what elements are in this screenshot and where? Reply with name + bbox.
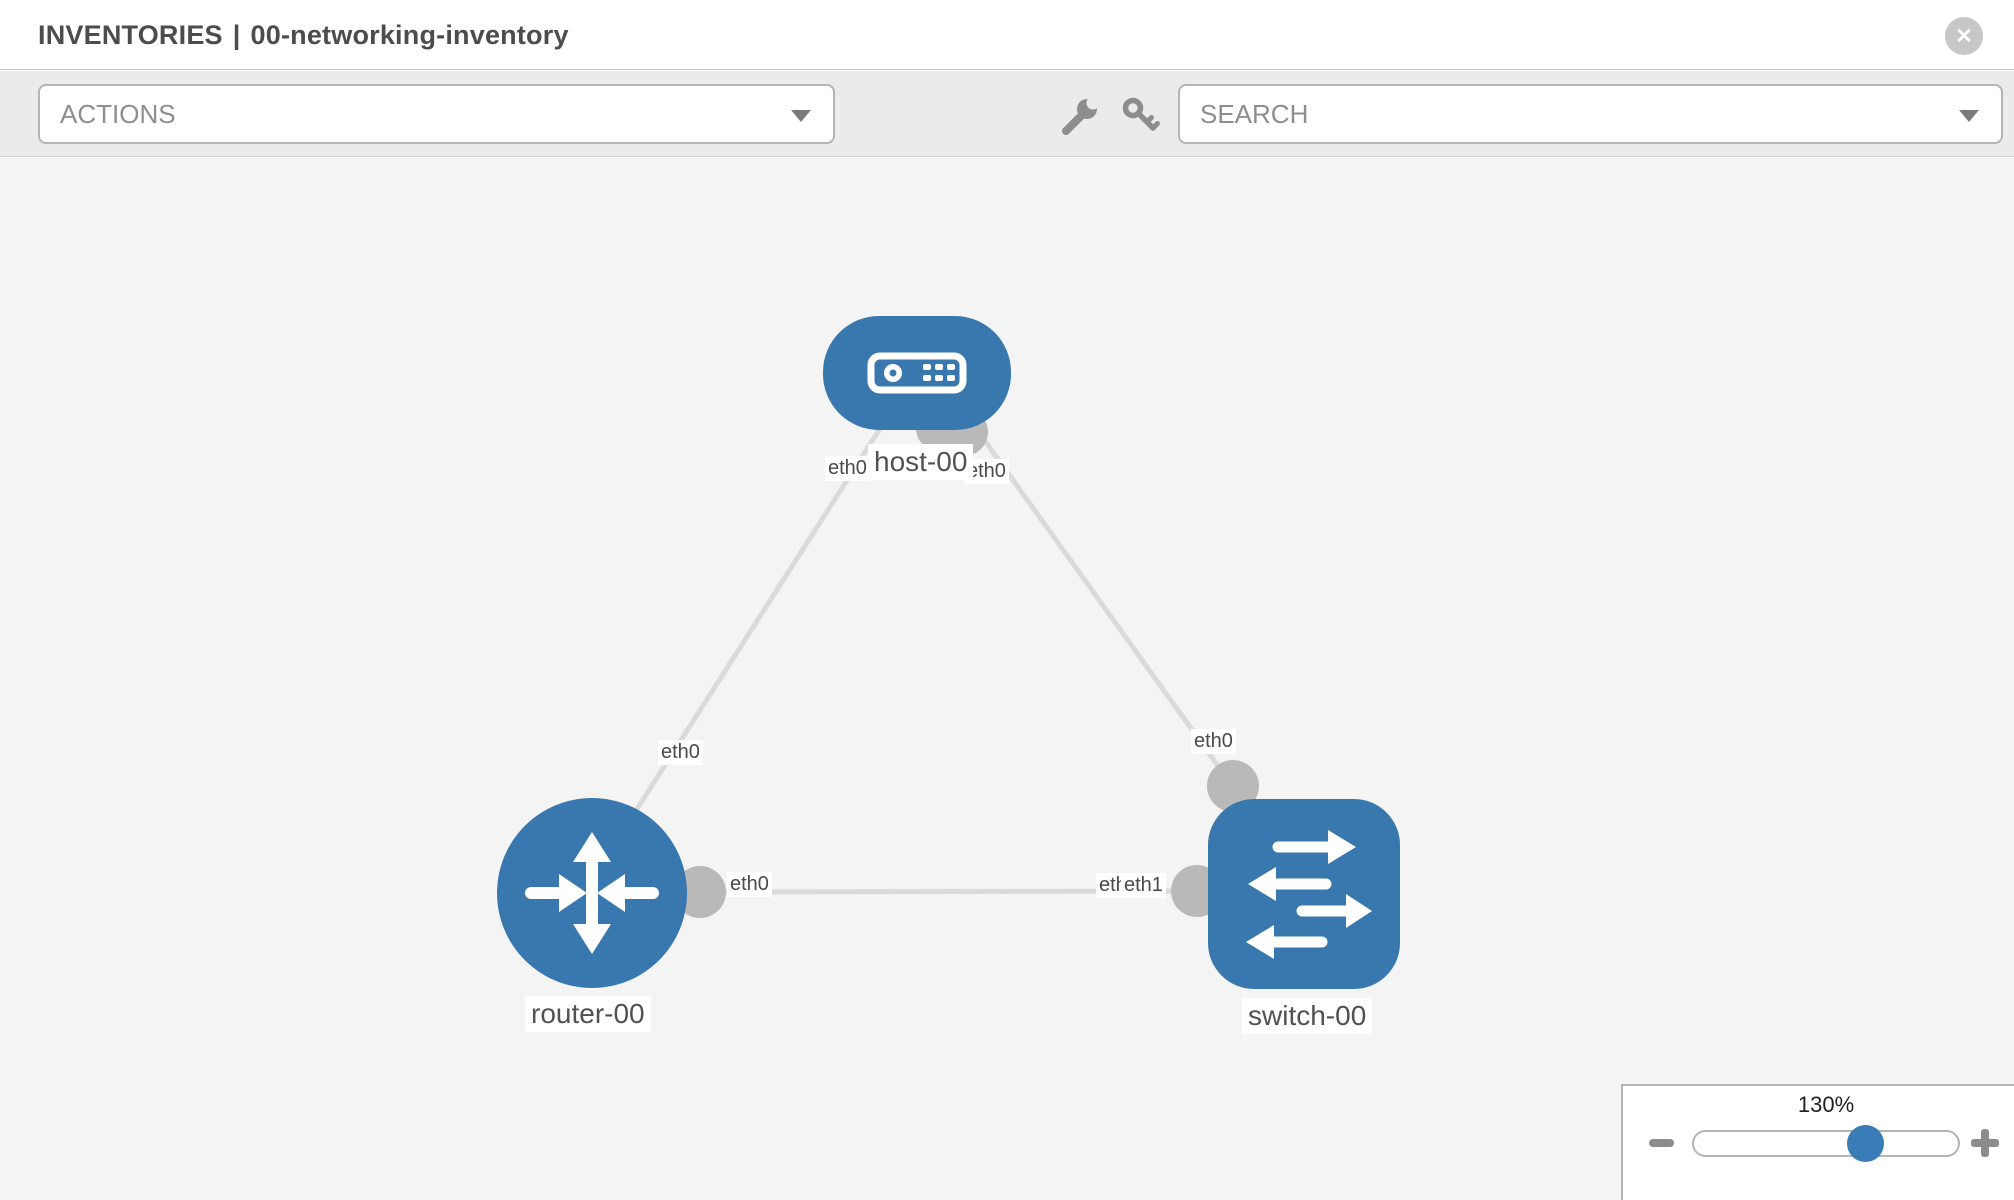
- node-label-router: router-00: [525, 996, 651, 1032]
- breadcrumb-section: INVENTORIES: [38, 19, 223, 50]
- node-switch-00[interactable]: [1208, 799, 1400, 989]
- node-router-00[interactable]: [497, 798, 687, 988]
- if-label-switch-left: eth1: [1121, 873, 1166, 898]
- zoom-slider-track[interactable]: [1692, 1130, 1960, 1157]
- if-label-host-left: eth0: [825, 456, 870, 481]
- interface-stub-router-eth0[interactable]: [674, 866, 726, 918]
- toolbar: ACTIONS SEARCH: [0, 71, 2014, 157]
- chevron-down-icon: [791, 110, 811, 122]
- if-label-router-top: eth0: [658, 740, 703, 765]
- node-host-00[interactable]: [823, 316, 1011, 430]
- page-title: INVENTORIES | 00-networking-inventory: [38, 0, 569, 70]
- zoom-out-icon[interactable]: [1649, 1139, 1674, 1147]
- zoom-level: 130%: [1797, 1092, 1855, 1117]
- chevron-down-icon: [1959, 110, 1979, 122]
- search-placeholder: SEARCH: [1200, 98, 1309, 129]
- router-icon: [525, 832, 659, 954]
- node-label-host: host-00: [868, 444, 974, 480]
- if-label-switch-top: eth0: [1191, 729, 1236, 754]
- zoom-widget: 130%: [1621, 1084, 2014, 1200]
- search-dropdown[interactable]: SEARCH: [1178, 84, 2003, 144]
- breadcrumb-separator: |: [232, 19, 241, 50]
- if-label-router-right: eth0: [727, 872, 772, 897]
- inventory-name: 00-networking-inventory: [250, 19, 569, 50]
- switch-icon: [1246, 830, 1372, 959]
- zoom-slider-thumb[interactable]: [1847, 1125, 1884, 1162]
- close-button[interactable]: ✕: [1945, 17, 1983, 55]
- link-host-router[interactable]: [609, 411, 893, 850]
- links-layer: [609, 404, 1259, 918]
- actions-dropdown[interactable]: ACTIONS: [38, 84, 835, 144]
- wrench-icon[interactable]: [1058, 96, 1100, 138]
- header-bar: INVENTORIES | 00-networking-inventory ✕: [0, 0, 2014, 70]
- actions-dropdown-label: ACTIONS: [60, 98, 176, 129]
- close-icon: ✕: [1955, 24, 1973, 48]
- link-host-switch[interactable]: [962, 411, 1236, 789]
- zoom-in-icon[interactable]: [1971, 1129, 1999, 1157]
- node-label-switch: switch-00: [1242, 998, 1373, 1034]
- host-icon: [867, 352, 967, 394]
- key-icon[interactable]: [1120, 96, 1162, 138]
- topology-canvas[interactable]: host-00 router-00 switch-00 eth0 eth0 et…: [0, 158, 2014, 1200]
